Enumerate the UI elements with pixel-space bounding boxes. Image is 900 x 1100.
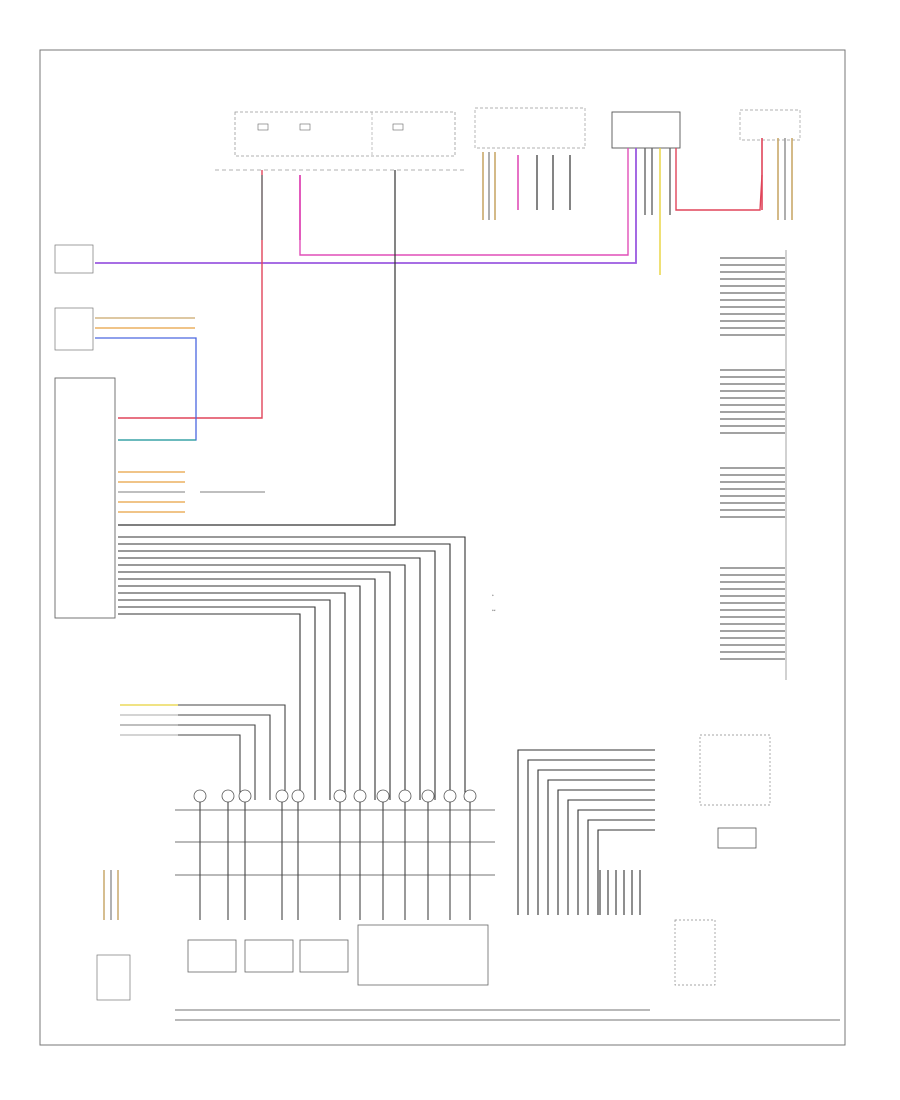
fan-wire bbox=[527, 759, 655, 915]
fan-wire bbox=[597, 829, 655, 915]
bus-wire bbox=[118, 578, 376, 800]
switch-icon bbox=[443, 789, 457, 803]
legend: * ** bbox=[492, 594, 496, 613]
fan-wire bbox=[547, 779, 655, 915]
switch-icon bbox=[193, 789, 207, 803]
steering-angle-wires bbox=[120, 704, 178, 736]
bus-wire bbox=[118, 599, 331, 800]
bus-wire bbox=[118, 592, 346, 800]
fan-wire bbox=[517, 749, 655, 915]
switch-icon bbox=[238, 789, 252, 803]
module-box-left-top bbox=[54, 244, 94, 351]
switch-row bbox=[193, 789, 477, 920]
switch-icon bbox=[398, 789, 412, 803]
switch-icon bbox=[463, 789, 477, 803]
fan-wire bbox=[557, 789, 655, 915]
sensor-wire bbox=[178, 734, 241, 800]
fan-wire bbox=[567, 799, 655, 915]
bus-wire bbox=[118, 571, 391, 800]
fan-wire bbox=[537, 769, 655, 915]
switch-icon bbox=[376, 789, 390, 803]
power-wires bbox=[118, 170, 396, 526]
control-unit-box bbox=[54, 377, 116, 619]
fan-wire bbox=[577, 809, 655, 915]
switch-icon bbox=[421, 789, 435, 803]
switch-icon bbox=[221, 789, 235, 803]
legend-mark-1: * bbox=[492, 594, 494, 598]
bus-wire bbox=[118, 543, 451, 800]
sensor-wire bbox=[178, 704, 286, 800]
switch-icon bbox=[353, 789, 367, 803]
bottom-components bbox=[96, 734, 771, 1001]
connector-stubs bbox=[482, 138, 793, 220]
module-boxes-top bbox=[474, 107, 801, 149]
switch-icon bbox=[333, 789, 347, 803]
fan-wire bbox=[587, 819, 655, 915]
bus-wires bbox=[118, 536, 466, 800]
bus-wire bbox=[118, 585, 361, 800]
bus-wire bbox=[118, 557, 421, 800]
control-unit-short-wires bbox=[118, 471, 265, 513]
sensor-wire bbox=[178, 724, 256, 800]
signal-wires-left bbox=[95, 317, 197, 441]
right-connectors bbox=[720, 250, 787, 680]
module-wires bbox=[95, 148, 763, 275]
bus-wire bbox=[118, 564, 406, 800]
fuse-block bbox=[215, 111, 465, 171]
bottom-routing bbox=[175, 809, 840, 1021]
bottom-right-fan bbox=[517, 749, 655, 915]
legend-mark-2: ** bbox=[492, 609, 496, 613]
bus-wire bbox=[118, 613, 301, 800]
diagram-border bbox=[39, 49, 846, 1046]
fuse-icon bbox=[257, 123, 404, 131]
bus-wire bbox=[118, 550, 436, 800]
sensor-wire bbox=[178, 714, 271, 800]
switch-icon bbox=[291, 789, 305, 803]
bus-wire bbox=[118, 536, 466, 800]
switch-icon bbox=[275, 789, 289, 803]
bus-wire bbox=[118, 606, 316, 800]
